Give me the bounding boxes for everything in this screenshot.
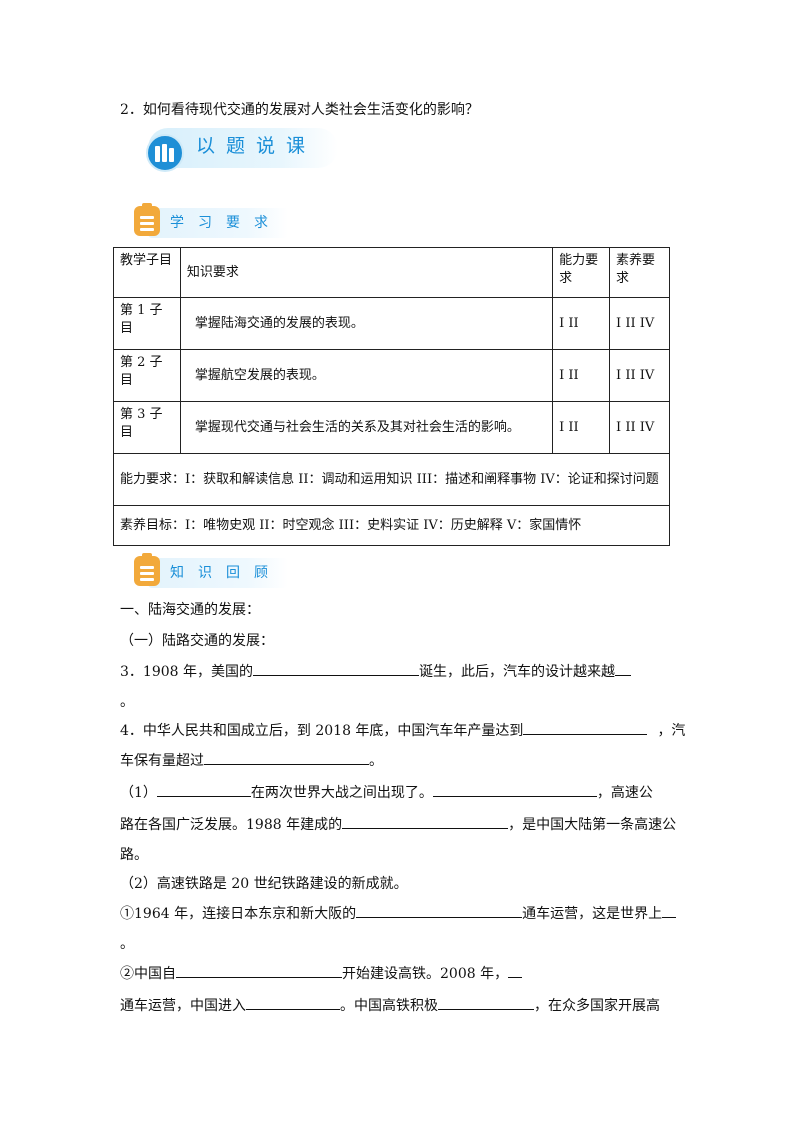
item-4-cont: 车保有量超过 。 xyxy=(120,750,383,771)
row-ability: I II xyxy=(552,349,611,402)
row-ability: I II xyxy=(552,297,611,350)
text: ，汽 xyxy=(657,723,686,739)
text: ，是中国大陆第一条高速公 xyxy=(508,817,677,833)
row-knowledge: 掌握现代交通与社会生活的关系及其对社会生活的影响。 xyxy=(179,401,554,454)
table-note-row: 素养目标：I：唯物史观 II：时空观念 III：史料实证 IV：历史解释 V：家… xyxy=(113,505,670,546)
item-4-1-end: 路。 xyxy=(120,847,148,863)
books-icon xyxy=(146,134,184,172)
answer-blank[interactable] xyxy=(438,995,534,1010)
text: 3．1908 年，美国的 xyxy=(120,664,253,680)
header-knowledge: 知识要求 xyxy=(179,247,554,298)
row-knowledge: 掌握陆海交通的发展的表现。 xyxy=(179,297,554,350)
lesson-banner: 以题说课 xyxy=(138,126,338,172)
row-literacy: I II IV xyxy=(609,349,670,402)
answer-blank[interactable] xyxy=(356,903,523,918)
row-knowledge: 掌握航空发展的表现。 xyxy=(179,349,554,402)
table-header-row: 教学子目 知识要求 能力要求 素养要求 xyxy=(113,247,670,298)
text: 通车运营，中国进入 xyxy=(120,998,246,1014)
text: 。 xyxy=(369,753,383,769)
row-ability: I II xyxy=(552,401,611,454)
heading-land-transport: （一）陆路交通的发展： xyxy=(120,633,274,649)
answer-blank[interactable] xyxy=(253,661,419,676)
answer-blank[interactable] xyxy=(523,720,648,735)
requirements-banner: 学习要求 xyxy=(134,203,294,240)
answer-blank[interactable] xyxy=(342,814,509,829)
row-subtopic: 第 2 子目 xyxy=(113,349,181,402)
ability-note: 能力要求：I：获取和解读信息 II：调动和运用知识 III：描述和阐释事物 IV… xyxy=(113,453,670,506)
item-4: 4．中华人民共和国成立后，到 2018 年底，中国汽车年产量达到 ，汽 xyxy=(120,720,685,741)
answer-blank[interactable] xyxy=(204,750,369,765)
item-4-2-b-cont: 通车运营，中国进入 。中国高铁积极 ，在众多国家开展高 xyxy=(120,995,660,1016)
answer-blank[interactable] xyxy=(615,661,631,676)
text: 路在各国广泛发展。1988 年建成的 xyxy=(120,817,343,833)
lesson-banner-title: 以题说课 xyxy=(196,135,317,157)
text: ，在众多国家开展高 xyxy=(534,998,660,1014)
answer-blank[interactable] xyxy=(246,995,340,1010)
review-banner: 知识回顾 xyxy=(134,553,294,590)
table-note-row: 能力要求：I：获取和解读信息 II：调动和运用知识 III：描述和阐释事物 IV… xyxy=(113,453,670,506)
question-2: 2．如何看待现代交通的发展对人类社会生活变化的影响？ xyxy=(120,102,479,118)
text: 开始建设高铁。2008 年， xyxy=(342,966,509,982)
text: ②中国自 xyxy=(120,966,176,982)
table-row: 第 2 子目 掌握航空发展的表现。 I II I II IV xyxy=(113,349,670,402)
answer-blank[interactable] xyxy=(176,963,342,978)
row-subtopic: 第 3 子目 xyxy=(113,401,181,454)
item-4-2-a: ①1964 年，连接日本东京和新大阪的 通车运营，这是世界上 xyxy=(120,903,677,924)
answer-blank[interactable] xyxy=(662,903,677,918)
literacy-note: 素养目标：I：唯物史观 II：时空观念 III：史料实证 IV：历史解释 V：家… xyxy=(113,505,670,546)
requirements-table: 教学子目 知识要求 能力要求 素养要求 第 1 子目 掌握陆海交通的发展的表现。… xyxy=(113,247,670,546)
item-4-2-b: ②中国自 开始建设高铁。2008 年， xyxy=(120,963,523,984)
text: 诞生，此后，汽车的设计越来越 xyxy=(419,664,615,680)
answer-blank[interactable] xyxy=(508,963,523,978)
requirements-banner-title: 学习要求 xyxy=(170,215,282,231)
item-3: 3．1908 年，美国的 诞生，此后，汽车的设计越来越 xyxy=(120,661,631,682)
row-literacy: I II IV xyxy=(609,297,670,350)
item-3-end: 。 xyxy=(120,694,134,710)
text: ①1964 年，连接日本东京和新大阪的 xyxy=(120,906,357,922)
header-ability: 能力要求 xyxy=(552,247,611,298)
text: 在两次世界大战之间出现了。 xyxy=(250,785,433,801)
answer-blank[interactable] xyxy=(156,782,251,797)
header-subtopic: 教学子目 xyxy=(113,247,181,298)
text: 。中国高铁积极 xyxy=(340,998,438,1014)
heading-land-sea: 一、陆海交通的发展： xyxy=(120,602,260,618)
item-4-1: （1） 在两次世界大战之间出现了。 ，高速公 xyxy=(120,782,653,803)
text: 车保有量超过 xyxy=(120,753,204,769)
answer-blank[interactable] xyxy=(432,782,597,797)
text: 4．中华人民共和国成立后，到 2018 年底，中国汽车年产量达到 xyxy=(120,723,524,739)
row-literacy: I II IV xyxy=(609,401,670,454)
clipboard-icon xyxy=(134,203,160,236)
table-row: 第 3 子目 掌握现代交通与社会生活的关系及其对社会生活的影响。 I II I … xyxy=(113,401,670,454)
item-4-2-a-end: 。 xyxy=(120,936,134,952)
review-banner-title: 知识回顾 xyxy=(170,565,282,581)
text: ，高速公 xyxy=(596,785,653,801)
row-subtopic: 第 1 子目 xyxy=(113,297,181,350)
text: 通车运营，这是世界上 xyxy=(522,906,663,922)
item-4-1-cont: 路在各国广泛发展。1988 年建成的 ，是中国大陆第一条高速公 xyxy=(120,814,676,835)
text: （1） xyxy=(120,785,157,801)
header-literacy: 素养要求 xyxy=(609,247,670,298)
item-4-2: （2）高速铁路是 20 世纪铁路建设的新成就。 xyxy=(120,876,408,892)
clipboard-icon xyxy=(134,553,160,586)
table-row: 第 1 子目 掌握陆海交通的发展的表现。 I II I II IV xyxy=(113,297,670,350)
